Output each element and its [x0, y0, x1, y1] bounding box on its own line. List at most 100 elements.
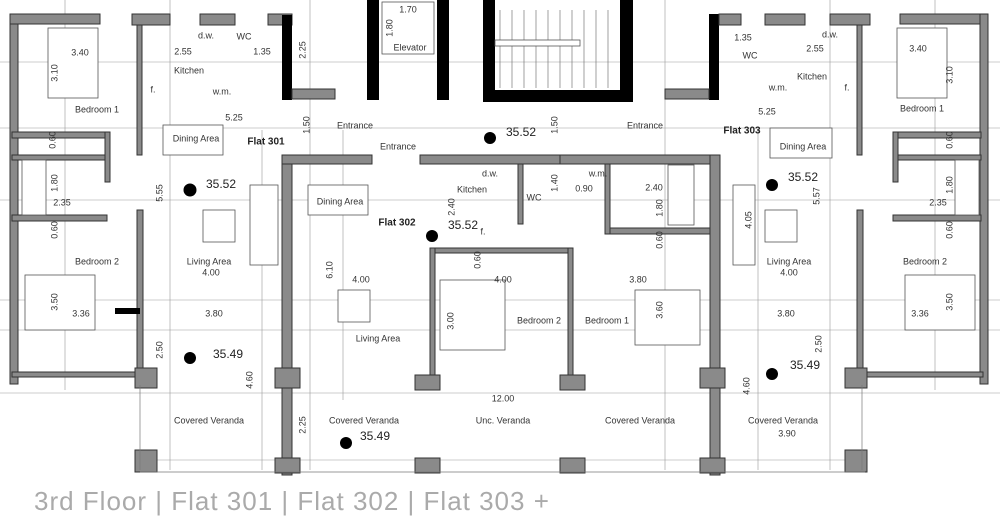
room-label: WC: [237, 31, 252, 41]
room-label: Living Area: [356, 333, 401, 343]
room-label: Covered Veranda: [174, 415, 244, 425]
dimension-label: 2.55: [806, 43, 824, 53]
entrance-label: Entrance: [337, 120, 373, 130]
dimension-label: 5.55: [154, 184, 164, 202]
dimension-label: 1.35: [253, 46, 271, 56]
floor-plan: 3.40 3.10 Bedroom 1 2.55 d.w. WC 1.35 Ki…: [0, 0, 1000, 476]
dimension-label: 4.05: [743, 211, 753, 229]
dimension-label: 1.80: [384, 19, 394, 37]
room-label: WC: [527, 192, 542, 202]
flat-title: Flat 303: [723, 126, 761, 137]
dimension-label: 3.80: [777, 308, 795, 318]
dimension-label: 3.00: [445, 312, 455, 330]
fixture-label: w.m.: [588, 168, 608, 178]
room-label: WC: [743, 50, 758, 60]
dimension-label: 5.25: [758, 106, 776, 116]
room-label: Unc. Veranda: [476, 415, 531, 425]
dimension-label: 2.25: [297, 416, 307, 434]
room-label: Living Area: [187, 256, 232, 266]
dimension-label: 3.36: [911, 308, 929, 318]
room-label: Dining Area: [780, 141, 827, 151]
fixture-label: w.m.: [768, 82, 788, 92]
dimension-label: 2.40: [645, 182, 663, 192]
room-label: Kitchen: [174, 65, 204, 75]
dimension-label: 12.00: [492, 393, 515, 403]
dimension-label: 2.50: [813, 335, 823, 353]
flat-301: 3.40 3.10 Bedroom 1 2.55 d.w. WC 1.35 Ki…: [47, 30, 373, 425]
dimension-label: 0.60: [944, 221, 954, 239]
dimension-label: 4.00: [352, 274, 370, 284]
level-value: 35.52: [206, 177, 236, 191]
dimension-label: 1.80: [49, 174, 59, 192]
flat-302: Dining Area Flat 302 35.52 35.52 Kitchen…: [297, 116, 675, 443]
elevator: 1.70 1.80 Elevator Entrance: [380, 4, 427, 151]
fixture-label: w.m.: [212, 86, 232, 96]
room-label: Dining Area: [317, 196, 364, 206]
flat-303: 1.35 WC d.w. 2.55 Kitchen w.m. f. 3.40 3…: [627, 29, 954, 438]
room-label: Covered Veranda: [605, 415, 675, 425]
dimension-label: 3.40: [71, 47, 89, 57]
flat-title: Flat 302: [378, 218, 416, 229]
dimension-label: 3.40: [909, 43, 927, 53]
dimension-label: 2.35: [929, 197, 947, 207]
dimension-label: 2.55: [174, 46, 192, 56]
room-label: Bedroom 2: [903, 256, 947, 266]
dimension-label: 0.60: [944, 131, 954, 149]
dimension-label: 3.80: [205, 308, 223, 318]
dimension-label: 0.60: [654, 231, 664, 249]
entrance-label: Entrance: [380, 141, 416, 151]
room-label: Covered Veranda: [748, 415, 818, 425]
level-value: 35.49: [790, 358, 820, 372]
level-value: 35.52: [448, 218, 478, 232]
room-label: Bedroom 1: [75, 104, 119, 114]
dimension-label: 2.25: [297, 41, 307, 59]
dimension-label: 1.80: [944, 176, 954, 194]
dimension-label: 0.90: [575, 183, 593, 193]
dimension-label: 1.35: [734, 32, 752, 42]
dimension-label: 3.80: [629, 274, 647, 284]
dimension-label: 2.35: [53, 197, 71, 207]
dimension-label: 3.10: [944, 66, 954, 84]
fixture-label: f.: [150, 84, 155, 94]
dimension-label: 4.60: [244, 371, 254, 389]
room-label: Bedroom 1: [900, 103, 944, 113]
dimension-label: 0.60: [472, 251, 482, 269]
dimension-label: 2.50: [154, 341, 164, 359]
room-label: Bedroom 2: [517, 315, 561, 325]
dimension-label: 1.40: [549, 174, 559, 192]
staircase: [494, 10, 609, 88]
dimension-label: 1.50: [549, 116, 559, 134]
dimension-label: 3.90: [778, 428, 796, 438]
room-label: Bedroom 2: [75, 256, 119, 266]
room-label: Elevator: [393, 42, 426, 52]
fixture-label: d.w.: [822, 29, 838, 39]
walls: [9, 0, 989, 476]
room-label: Bedroom 1: [585, 315, 629, 325]
dimension-label: 3.36: [72, 308, 90, 318]
flat-title: Flat 301: [247, 137, 285, 148]
dimension-label: 3.60: [654, 301, 664, 319]
fixture-label: f.: [844, 82, 849, 92]
room-label: Dining Area: [173, 133, 220, 143]
dimension-label: 0.60: [49, 221, 59, 239]
room-label: Covered Veranda: [329, 415, 399, 425]
dimension-label: 1.50: [301, 116, 311, 134]
level-value: 35.49: [360, 429, 390, 443]
dimension-label: 3.50: [49, 293, 59, 311]
dimension-label: 0.60: [47, 131, 57, 149]
dimension-label: 1.70: [399, 4, 417, 14]
level-value: 35.52: [788, 170, 818, 184]
fixture-label: d.w.: [482, 168, 498, 178]
level-value: 35.52: [506, 125, 536, 139]
fixture-label: d.w.: [198, 30, 214, 40]
dimension-label: 3.10: [49, 64, 59, 82]
dimension-label: 4.00: [494, 274, 512, 284]
dimension-label: 4.00: [780, 267, 798, 277]
room-label: Kitchen: [797, 71, 827, 81]
dimension-label: 4.60: [741, 377, 751, 395]
dimension-label: 5.57: [811, 187, 821, 205]
fixture-label: f.: [480, 226, 485, 236]
dimension-label: 6.10: [324, 261, 334, 279]
dimension-label: 3.50: [944, 293, 954, 311]
dimension-label: 1.80: [654, 199, 664, 217]
